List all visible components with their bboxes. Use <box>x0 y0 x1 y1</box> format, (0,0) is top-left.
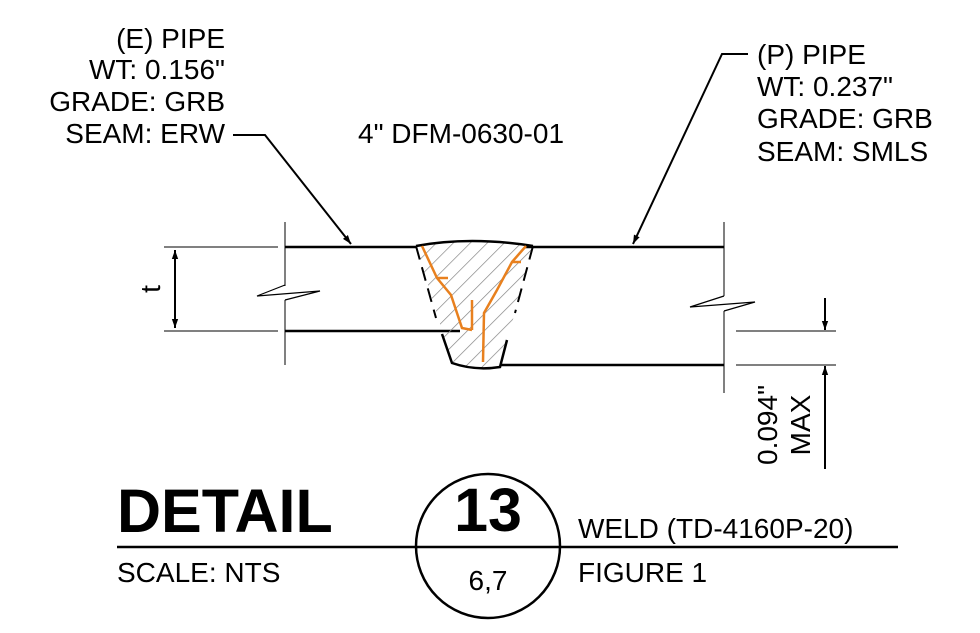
weld-id-label: 4" DFM-0630-01 <box>358 118 564 149</box>
existing-pipe-leader-arrow <box>233 134 352 245</box>
detail-number: 13 <box>454 476 522 544</box>
figure-label: FIGURE 1 <box>578 557 707 588</box>
weld-cross-section <box>415 239 534 370</box>
title-block: DETAIL 13 6,7 SCALE: NTS WELD (TD-4160P-… <box>117 472 898 620</box>
sheet-references: 6,7 <box>469 565 508 596</box>
proposed-pipe-grade: GRADE: GRB <box>757 103 933 134</box>
existing-pipe-callout: (E) PIPE WT: 0.156" GRADE: GRB SEAM: ERW <box>49 23 352 245</box>
existing-pipe-grade: GRADE: GRB <box>49 86 225 117</box>
proposed-pipe-callout: (P) PIPE WT: 0.237" GRADE: GRB SEAM: SML… <box>632 39 933 245</box>
existing-pipe-seam: SEAM: ERW <box>65 118 225 149</box>
offset-dimension-qualifier: MAX <box>785 394 816 455</box>
offset-dimension: 0.094" MAX <box>736 298 836 469</box>
detail-bubble <box>414 472 562 620</box>
existing-pipe-wall-thickness: WT: 0.156" <box>89 54 225 85</box>
existing-pipe-label: (E) PIPE <box>116 23 225 54</box>
proposed-pipe-break-symbol <box>689 295 756 312</box>
proposed-pipe-wall <box>500 222 756 393</box>
existing-pipe-wall <box>256 222 460 365</box>
thickness-label: t <box>135 285 166 293</box>
weld-bead-lines <box>420 245 527 363</box>
proposed-pipe-leader-arrow <box>632 53 748 245</box>
offset-dimension-value: 0.094" <box>752 385 783 465</box>
weld-root <box>440 333 509 370</box>
proposed-pipe-label: (P) PIPE <box>757 39 866 70</box>
thickness-dimension: t <box>135 246 278 332</box>
detail-description: WELD (TD-4160P-20) <box>578 513 853 544</box>
weld-cap <box>415 239 534 248</box>
scale-label: SCALE: NTS <box>117 557 280 588</box>
proposed-pipe-wall-thickness: WT: 0.237" <box>757 71 893 102</box>
detail-title: DETAIL <box>117 477 333 545</box>
weld-hatch <box>416 241 533 369</box>
proposed-pipe-seam: SEAM: SMLS <box>757 136 928 167</box>
existing-pipe-break-symbol <box>256 284 321 301</box>
